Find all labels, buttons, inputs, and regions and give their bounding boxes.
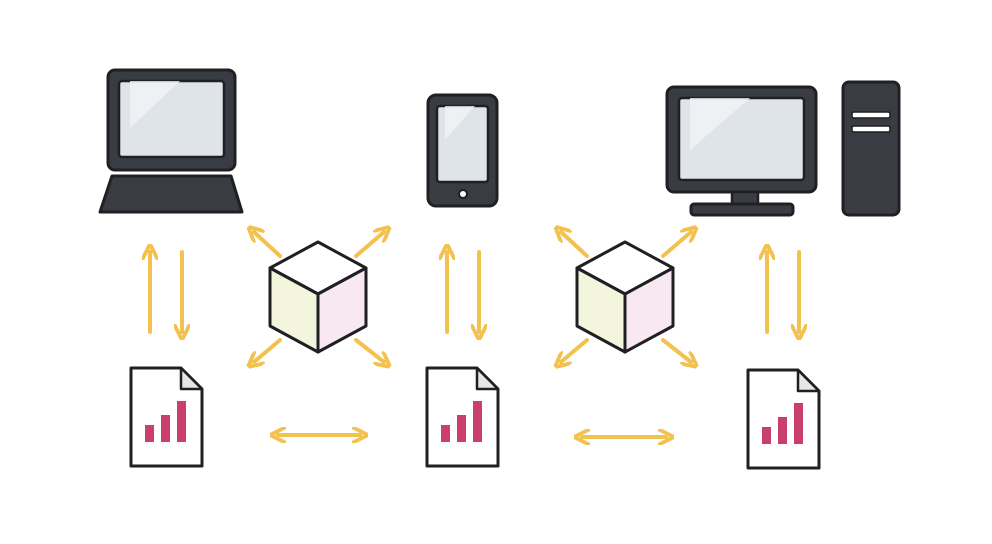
vertical-sync-arrows-2 — [447, 252, 479, 332]
chart-document-icon — [129, 366, 204, 468]
arrow-down-right-icon — [354, 338, 384, 362]
cube-hub-2 — [561, 232, 691, 362]
arrow-up-left-icon — [254, 232, 282, 258]
desktop-computer-icon — [665, 80, 901, 217]
chart-document-icon — [746, 368, 821, 470]
vertical-sync-arrows-1 — [150, 252, 182, 332]
cube-icon — [575, 240, 675, 354]
diagonal-arrows — [561, 232, 691, 362]
chart-document-icon — [425, 366, 500, 468]
cube-hub-1 — [254, 232, 384, 362]
arrow-up-right-icon — [661, 232, 691, 258]
arrow-down-left-icon — [561, 338, 589, 362]
arrow-up-left-icon — [561, 232, 589, 258]
diagonal-arrows — [254, 232, 384, 362]
vertical-sync-arrows-3 — [767, 252, 799, 332]
arrow-down-right-icon — [661, 338, 691, 362]
smartphone-icon — [426, 93, 499, 208]
arrow-down-left-icon — [254, 338, 282, 362]
laptop-icon — [98, 68, 244, 214]
cube-icon — [268, 240, 368, 354]
arrow-up-right-icon — [354, 232, 384, 258]
